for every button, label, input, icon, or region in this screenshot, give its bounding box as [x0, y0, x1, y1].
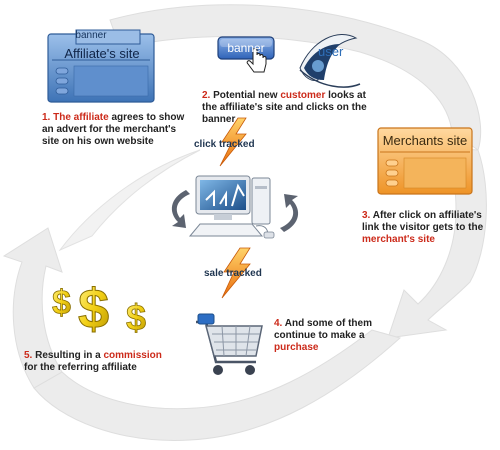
banner-button-label: banner [227, 41, 265, 55]
step-2-after: looks at the affiliate's site and clicks… [202, 90, 367, 125]
affiliate-site-banner-tab: banner [75, 30, 107, 41]
svg-text:$: $ [78, 277, 109, 340]
step-3-highlight: merchant's site [362, 234, 435, 245]
user-label: user [318, 44, 344, 59]
click-tracked-label: click tracked [194, 139, 255, 150]
hand-cursor-icon [246, 48, 267, 73]
step-2-before: Potential new [213, 90, 281, 101]
lightning-icon-click [219, 117, 247, 167]
refresh-arrows-icon [171, 190, 299, 232]
merchants-site-window [377, 127, 473, 195]
step-4-number: 4. [274, 318, 283, 329]
step-1-highlight: The affiliate [53, 112, 109, 123]
step-4-text: 4. And some of them continue to make a p… [274, 318, 394, 354]
svg-text:$: $ [126, 297, 146, 338]
step-1-text: 1. The affiliate agrees to show an adver… [42, 112, 190, 148]
lightning-icon-sale [221, 247, 251, 299]
step-2-text: 2. Potential new customer looks at the a… [202, 90, 372, 126]
step-5-before: Resulting in a [35, 350, 104, 361]
sale-tracked-label: sale tracked [204, 268, 262, 279]
step-5-highlight: commission [103, 350, 162, 361]
step-5-after: for the referring affiliate [24, 362, 137, 373]
affiliate-site-title: Affiliate's site [64, 46, 140, 61]
merchants-site-title: Merchants site [382, 133, 468, 148]
step-3-text: 3. After click on affiliate's link the v… [362, 210, 494, 246]
step-5-text: 5. Resulting in a commission for the ref… [24, 350, 174, 374]
step-3-number: 3. [362, 210, 371, 221]
step-4-before: And some of them continue to make a [274, 318, 372, 341]
affiliate-site-window [47, 29, 155, 103]
step-2-highlight: customer [280, 90, 326, 101]
computer-icon [188, 175, 275, 239]
user-eye-icon [299, 34, 361, 88]
step-4-highlight: purchase [274, 342, 319, 353]
step-5-number: 5. [24, 350, 33, 361]
step-2-number: 2. [202, 90, 211, 101]
dollar-signs-icon: $ $ $ [52, 277, 147, 341]
step-1-after: agrees to show an advert for the merchan… [42, 112, 185, 147]
step-1-number: 1. [42, 112, 51, 123]
shopping-cart-icon [196, 313, 263, 375]
svg-text:$: $ [52, 284, 71, 322]
step-3-before: After click on affiliate's link the visi… [362, 210, 484, 233]
